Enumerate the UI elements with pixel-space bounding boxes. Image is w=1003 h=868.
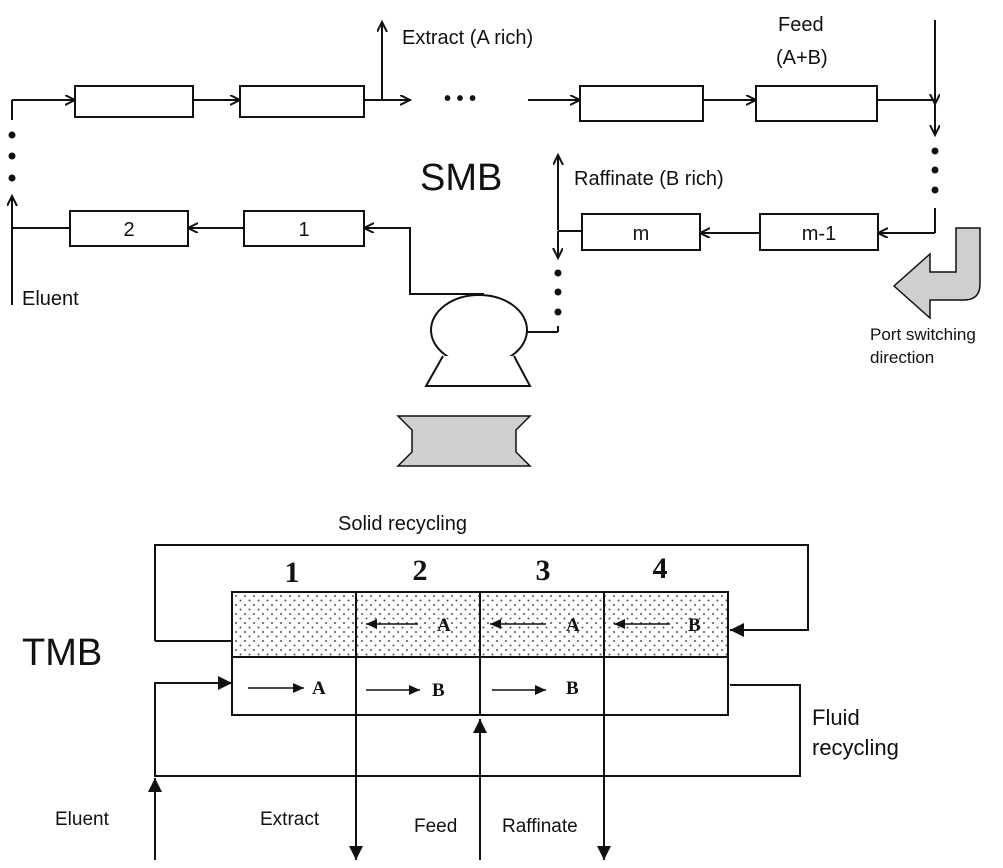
tmb-feed-label: Feed <box>414 816 457 837</box>
tmb-fluid-zone-1-species: A <box>312 678 326 699</box>
smb-column-m-label: m <box>633 223 650 245</box>
tmb-solid-zone-2-species: A <box>437 615 451 636</box>
dot <box>931 166 939 174</box>
tmb-solid-recycling-label: Solid recycling <box>338 513 467 535</box>
dot <box>8 131 16 139</box>
tmb-zone-4-label: 4 <box>653 552 668 585</box>
smb-column-top-1 <box>74 85 194 118</box>
tmb-solid-zone-1 <box>231 591 357 658</box>
tmb-eluent-label: Eluent <box>55 809 110 830</box>
tmb-title: TMB <box>22 632 102 674</box>
tmb-section: Solid recycling 1 2 3 4 A A B A B B <box>22 513 899 860</box>
dot <box>8 152 16 160</box>
tmb-fluid-recycling-label-line2: recycling <box>812 735 899 760</box>
tmb-zone-1-label: 1 <box>285 556 300 589</box>
smb-eluent-label: Eluent <box>22 288 79 310</box>
port-switch-label-line1: Port switching <box>870 325 976 344</box>
smb-column-top-4 <box>755 85 878 122</box>
tmb-zone-2-label: 2 <box>413 554 428 587</box>
port-switch-arrow-icon <box>892 227 981 320</box>
tmb-raffinate-label: Raffinate <box>502 816 578 837</box>
tmb-fluid-zone-3-species: B <box>566 678 579 699</box>
tmb-solid-zone-4-species: B <box>688 615 701 636</box>
smb-column-m <box>581 213 701 251</box>
fluid-recycling-loop <box>154 676 801 777</box>
dot <box>931 147 939 155</box>
tmb-fluid-zone-4 <box>603 656 729 716</box>
smb-title: SMB <box>420 157 502 199</box>
smb-column-top-2 <box>239 85 365 118</box>
dot <box>554 308 562 316</box>
smb-column-m-1 <box>759 213 879 251</box>
dot <box>8 174 16 182</box>
tmb-fluid-zone-3 <box>479 656 605 716</box>
solid-recycling-loop <box>154 544 809 641</box>
dot <box>554 269 562 277</box>
tmb-zone-3-label: 3 <box>536 554 551 587</box>
port-switch-label-line2: direction <box>870 348 934 367</box>
pump-base <box>424 355 532 387</box>
smb-section: Extract (A rich) • • • Feed (A+B) m-1 m … <box>8 14 981 387</box>
pump-outlet-line <box>364 228 484 295</box>
tmb-extract-label: Extract <box>260 809 320 830</box>
tmb-fluid-recycling-label-line1: Fluid <box>812 705 860 730</box>
dot <box>554 288 562 296</box>
tmb-fluid-zone-2 <box>355 656 481 716</box>
smb-extract-label: Extract (A rich) <box>402 27 533 49</box>
smb-column-1-label: 1 <box>298 219 309 241</box>
smb-feed-label-line2: (A+B) <box>776 47 828 69</box>
smb-raffinate-label: Raffinate (B rich) <box>574 168 724 190</box>
dot <box>931 186 939 194</box>
tmb-solid-zone-3-species: A <box>566 615 580 636</box>
tmb-fluid-zone-2-species: B <box>432 680 445 701</box>
smb-column-m-1-label: m-1 <box>802 223 836 245</box>
tmb-fluid-zone-1 <box>231 656 357 716</box>
smb-feed-label-line1: Feed <box>778 14 824 36</box>
smb-column-2 <box>69 210 189 247</box>
pump-icon <box>430 294 528 366</box>
smb-ellipsis: • • • <box>444 88 476 110</box>
smb-column-2-label: 2 <box>123 219 134 241</box>
equivalence-arrow-icon <box>396 415 532 467</box>
smb-column-top-3 <box>579 85 704 122</box>
smb-column-1 <box>243 210 365 247</box>
